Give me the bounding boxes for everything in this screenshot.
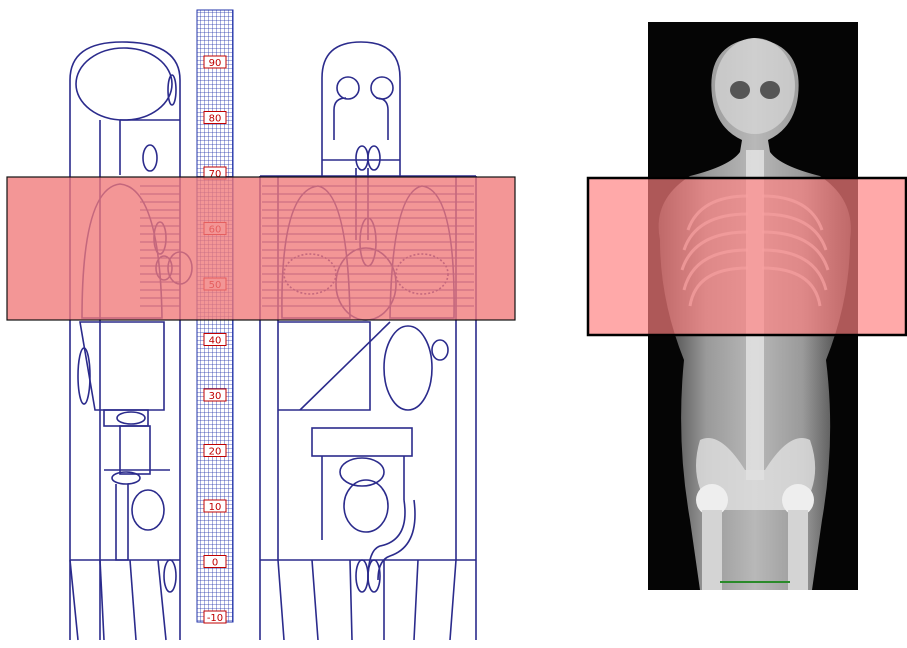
ruler-label: -10 [207,613,223,624]
ruler-label: 90 [209,58,222,69]
ruler-label: 10 [209,502,222,513]
ruler-label: 80 [209,114,222,125]
front-view-phantom [260,42,476,640]
ruler-label: 30 [209,391,222,402]
ruler-label: 0 [212,558,218,569]
highlight-band-radiograph [588,178,906,335]
ruler-label: 40 [209,336,222,347]
ruler-label: 20 [209,447,222,458]
side-view-phantom [70,42,192,640]
highlight-band-schematic [7,177,515,320]
